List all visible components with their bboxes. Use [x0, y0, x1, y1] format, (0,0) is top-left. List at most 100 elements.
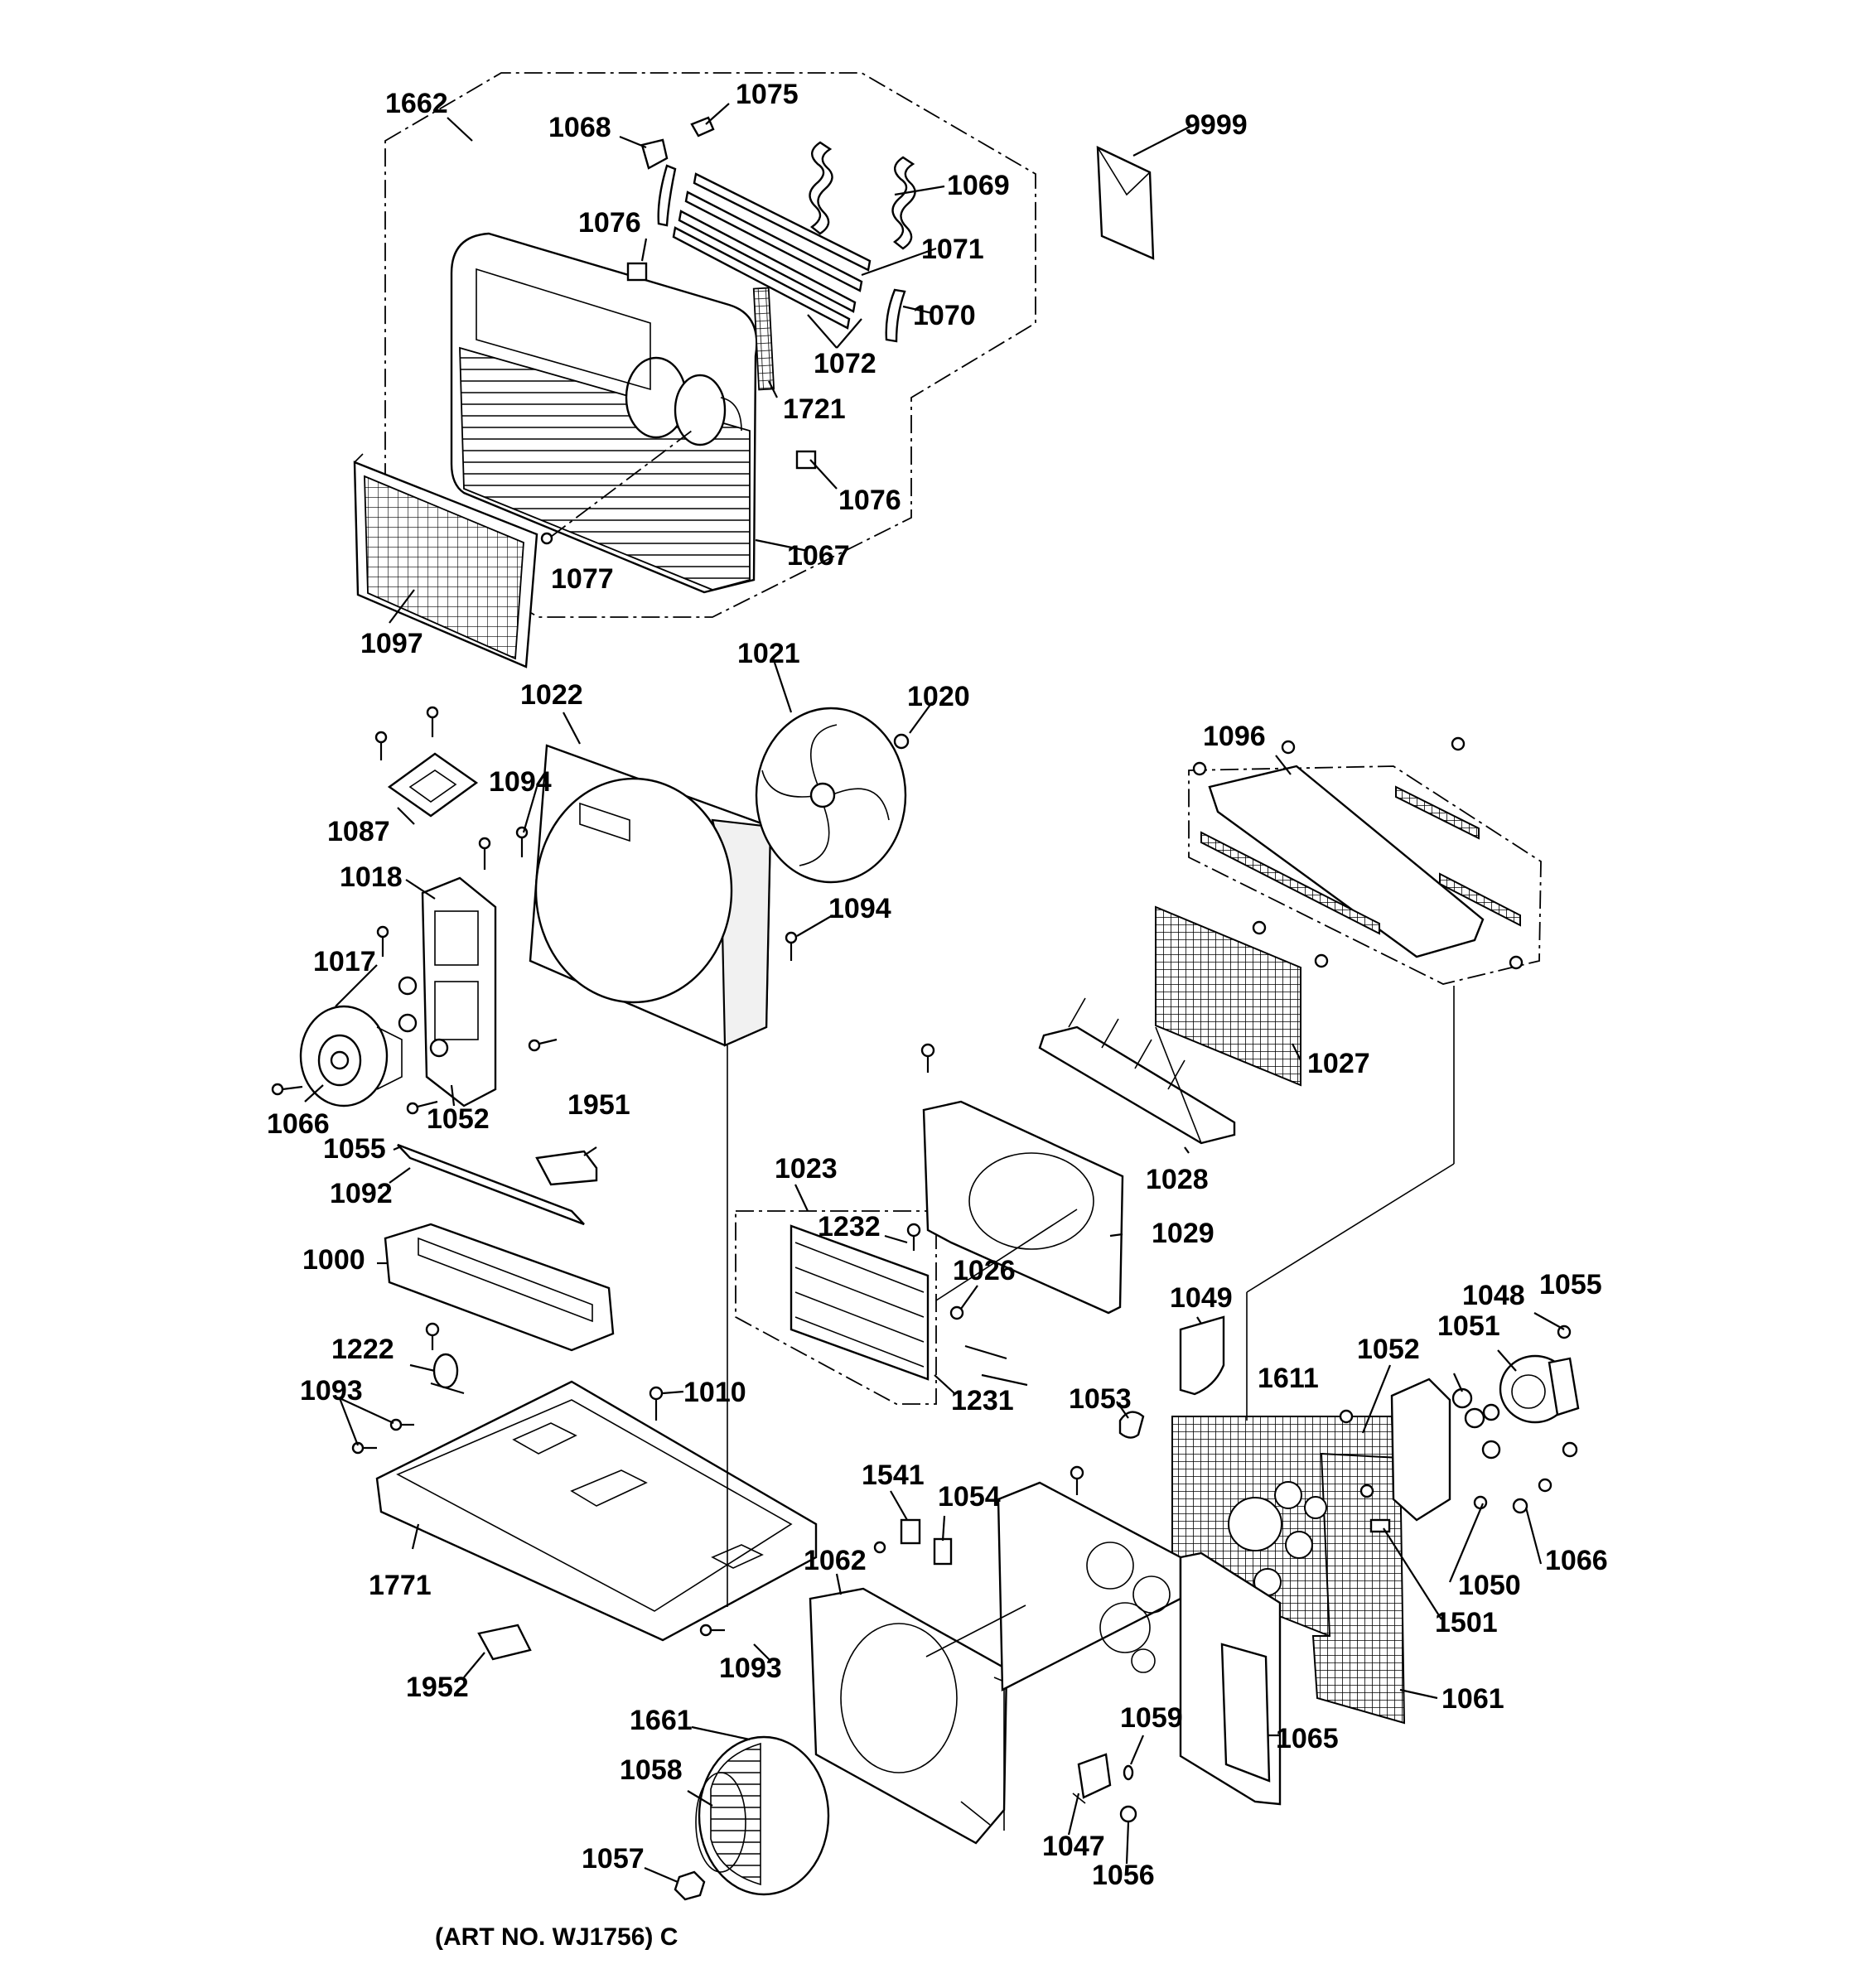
- side-curtain-rails: [672, 172, 872, 330]
- blower-wheel: [695, 1735, 830, 1896]
- partition-panel: [922, 1100, 1124, 1315]
- callout-label: 1021: [737, 638, 800, 669]
- callout-label: 1094: [489, 766, 552, 798]
- callout-label: 1053: [1069, 1383, 1132, 1415]
- callout-label: 1028: [1146, 1164, 1209, 1195]
- top-cover-assembly: [1188, 765, 1542, 985]
- callout-label: 1052: [1357, 1334, 1420, 1365]
- callout-label: 1093: [300, 1375, 363, 1407]
- callout-label: 1058: [620, 1754, 683, 1786]
- mesh-filter: [1155, 905, 1301, 1087]
- cover-plate: [535, 1150, 598, 1186]
- callout-label: 1061: [1441, 1683, 1504, 1715]
- callout-label: 1023: [775, 1153, 838, 1185]
- foam-strip: [1200, 831, 1380, 935]
- screw: [540, 532, 553, 545]
- base-pan: [375, 1380, 818, 1642]
- callout-label: 9999: [1185, 109, 1248, 141]
- control-box: [384, 1223, 615, 1352]
- callout-label: 1087: [327, 816, 390, 847]
- callout-label: 1076: [838, 485, 901, 516]
- foam-strip: [1395, 785, 1480, 840]
- callout-label: 1048: [1462, 1280, 1525, 1311]
- front-grille-assembly: [353, 72, 1036, 668]
- callout-label: 1092: [330, 1178, 393, 1209]
- callout-label: 1721: [783, 393, 846, 425]
- callout-label: 1771: [369, 1570, 432, 1601]
- bracket: [885, 288, 906, 343]
- callout-label: 1071: [921, 234, 984, 265]
- front-panel: [450, 232, 758, 594]
- air-filter: [353, 453, 538, 668]
- bulkhead: [997, 1481, 1282, 1806]
- curtain-clip: [809, 141, 833, 235]
- washer: [1119, 1805, 1137, 1823]
- callout-label: 1232: [818, 1211, 881, 1242]
- callout-label: 1222: [331, 1334, 394, 1365]
- callout-label: 1027: [1307, 1048, 1370, 1079]
- leader-lines: [304, 103, 1565, 1884]
- callout-label: 1662: [385, 88, 448, 119]
- bracket: [640, 138, 669, 170]
- tab: [933, 1537, 953, 1566]
- bracket: [657, 164, 677, 227]
- callout-label: 1952: [406, 1672, 469, 1703]
- callout-label: 1056: [1092, 1860, 1155, 1891]
- curtain-clip: [891, 156, 916, 250]
- callout-label: 1055: [323, 1133, 386, 1165]
- thermistor-wire: [964, 1344, 1028, 1387]
- clip: [1118, 1411, 1145, 1439]
- callout-label: 1055: [1539, 1269, 1602, 1300]
- callout-label: 1047: [1042, 1831, 1105, 1862]
- connector: [1369, 1518, 1391, 1533]
- tab: [900, 1518, 921, 1545]
- callout-label: 1072: [814, 348, 876, 379]
- callout-label: 1062: [804, 1545, 867, 1576]
- fan-nut: [893, 733, 910, 750]
- callout-label: 1097: [360, 628, 423, 659]
- condenser-fan-blade: [755, 707, 907, 884]
- callout-label: 1051: [1437, 1310, 1500, 1342]
- callout-label: 1054: [938, 1481, 1001, 1513]
- insulation-strip: [397, 1143, 585, 1226]
- callout-label: 1070: [913, 300, 976, 331]
- screw-set: [271, 706, 798, 1115]
- fan-motor: [299, 1005, 403, 1107]
- callout-label: 1231: [951, 1385, 1014, 1416]
- motor-plate: [387, 752, 479, 818]
- callout-label: 1059: [1120, 1702, 1183, 1734]
- evap-grille: [1038, 997, 1236, 1145]
- blower-motor: [1390, 1354, 1580, 1522]
- switch: [1072, 1753, 1112, 1804]
- callout-label: 1020: [907, 681, 970, 712]
- callout-label: 1066: [267, 1108, 330, 1140]
- callout-label: 1052: [427, 1103, 490, 1135]
- capacitor: [430, 1353, 465, 1395]
- hex-nut: [674, 1870, 706, 1901]
- foam-strip: [1439, 872, 1521, 927]
- callout-label: 1010: [683, 1377, 746, 1408]
- callout-label: 1067: [787, 540, 850, 572]
- callout-label: 1541: [862, 1460, 925, 1491]
- callout-label: 1096: [1203, 721, 1266, 752]
- callout-label: 1075: [736, 79, 799, 110]
- callout-label: 1000: [302, 1244, 365, 1276]
- callout-label: 1076: [578, 207, 641, 239]
- callout-label: 1018: [340, 861, 403, 893]
- callout-label: 1022: [520, 679, 583, 711]
- knob-pin: [1123, 1764, 1134, 1781]
- callout-label: 1057: [582, 1843, 645, 1875]
- callout-label: 1093: [719, 1653, 782, 1684]
- callout-label: 1077: [551, 563, 614, 595]
- manual: [1096, 146, 1155, 260]
- evaporator-coil: [735, 1210, 937, 1405]
- callout-label: 1029: [1152, 1218, 1214, 1249]
- blower-housing: [809, 1587, 1008, 1845]
- foam-strip: [752, 287, 775, 391]
- callout-label: 1501: [1435, 1607, 1498, 1638]
- callout-label: 1069: [947, 170, 1010, 201]
- callout-label: 1017: [313, 946, 376, 977]
- callout-label: 1049: [1170, 1282, 1233, 1314]
- baffle: [1179, 1315, 1225, 1396]
